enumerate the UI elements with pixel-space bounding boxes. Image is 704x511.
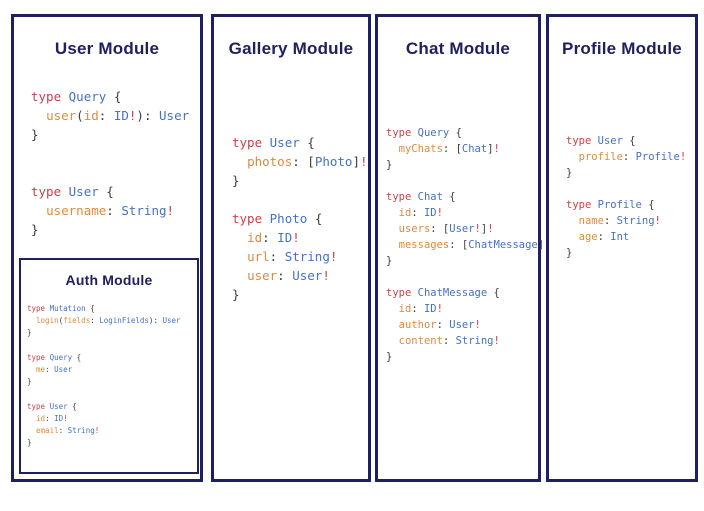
module-title-chat: Chat Module bbox=[405, 39, 511, 58]
module-panel-auth[interactable]: Auth Module type Mutation { login(fields… bbox=[19, 258, 199, 474]
module-panel-profile[interactable]: Profile Module type User { profile: Prof… bbox=[546, 14, 698, 482]
module-title-user: User Module bbox=[54, 39, 160, 58]
schema-code-user: type Query { user(id: ID!): User } type … bbox=[31, 89, 190, 237]
module-title-gallery: Gallery Module bbox=[228, 39, 354, 58]
module-title-auth: Auth Module bbox=[65, 272, 153, 288]
schema-code-auth: type Mutation { login(fields: LoginField… bbox=[27, 304, 181, 448]
schema-code-gallery: type User { photos: [Photo]! } type Phot… bbox=[232, 135, 368, 302]
module-title-profile: Profile Module bbox=[562, 39, 682, 58]
module-panel-user[interactable]: User Module type Query { user(id: ID!): … bbox=[11, 14, 203, 482]
module-panel-gallery[interactable]: Gallery Module type User { photos: [Phot… bbox=[211, 14, 371, 482]
module-panel-chat[interactable]: Chat Module type Query { myChats: [Chat]… bbox=[375, 14, 550, 482]
schema-code-profile: type User { profile: Profile! } type Pro… bbox=[566, 135, 687, 259]
schema-code-chat: type Query { myChats: [Chat]! } type Cha… bbox=[386, 127, 550, 363]
